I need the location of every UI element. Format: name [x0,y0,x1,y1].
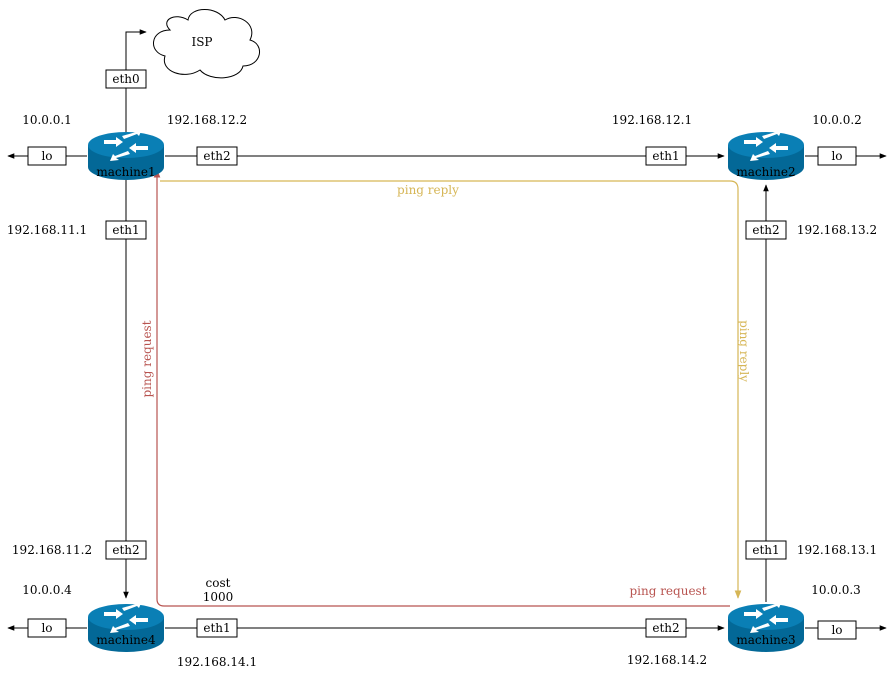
iface-m3-eth1: eth1 [745,540,787,560]
iface-m3-lo: lo [817,620,857,640]
svg-text:lo: lo [41,149,52,163]
iface-m2-lo: lo [817,146,857,166]
router-machine4[interactable]: machine4 [88,601,164,652]
isp-label: ISP [191,35,212,49]
m4-eth2-ip: 192.168.11.2 [12,543,92,557]
cost-label: cost 1000 [203,576,234,604]
svg-text:eth1: eth1 [112,223,139,237]
m2-lo-ip: 10.0.0.2 [812,113,862,127]
m1-eth1-ip: 192.168.11.1 [7,223,87,237]
svg-text:eth2: eth2 [112,543,139,557]
router-machine1[interactable]: machine1 [88,129,164,180]
m2-eth1-ip: 192.168.12.1 [612,113,692,127]
machine3-label: machine3 [736,633,795,647]
iface-m1-eth0: eth0 [105,69,147,89]
svg-text:eth0: eth0 [112,72,139,86]
ip-labels: 10.0.0.1 192.168.12.2 192.168.12.1 10.0.… [7,113,877,669]
iface-m4-lo: lo [27,618,67,638]
iface-m1-lo: lo [27,146,67,166]
iface-m4-eth2: eth2 [105,540,147,560]
m2-eth2-ip: 192.168.13.2 [797,223,877,237]
svg-text:lo: lo [41,621,52,635]
iface-m2-eth1: eth1 [645,146,687,166]
m4-lo-ip: 10.0.0.4 [22,583,72,597]
svg-text:eth2: eth2 [203,149,230,163]
m3-eth2-ip: 192.168.14.2 [627,653,707,667]
ping-request-label-bottom: ping request [629,584,706,598]
ping-request-label-side: ping request [140,320,154,397]
m1-lo-ip: 10.0.0.1 [22,113,72,127]
iface-m1-eth2: eth2 [196,146,238,166]
svg-text:eth1: eth1 [652,149,679,163]
iface-m1-eth1: eth1 [105,220,147,240]
iface-m3-eth2: eth2 [645,618,687,638]
svg-text:eth2: eth2 [652,621,679,635]
svg-text:eth1: eth1 [752,543,779,557]
machine2-label: machine2 [736,165,795,179]
router-machine2[interactable]: machine2 [728,129,804,180]
iface-m4-eth1: eth1 [196,618,238,638]
m4-eth1-ip: 192.168.14.1 [177,655,257,669]
ping-request-path [153,169,730,607]
link-m1-isp [125,29,147,132]
isp-cloud: ISP [153,9,260,79]
svg-text:eth2: eth2 [752,223,779,237]
m1-eth2-ip: 192.168.12.2 [167,113,247,127]
svg-text:eth1: eth1 [203,621,230,635]
router-machine3[interactable]: machine3 [728,601,804,652]
m3-lo-ip: 10.0.0.3 [811,583,861,597]
machine1-label: machine1 [96,165,155,179]
svg-text:lo: lo [831,623,842,637]
machine4-label: machine4 [96,633,156,647]
interface-boxes: eth0 lo eth2 eth1 eth1 lo eth2 eth2 [27,69,857,640]
m3-eth1-ip: 192.168.13.1 [797,543,877,557]
svg-text:lo: lo [831,149,842,163]
cost-value: 1000 [203,590,234,604]
ping-reply-label-top: ping reply [397,183,459,197]
iface-m2-eth2: eth2 [745,220,787,240]
ping-reply-path [160,180,742,599]
cost-text: cost [206,576,231,590]
ping-reply-label-side: ping reply [737,320,751,382]
